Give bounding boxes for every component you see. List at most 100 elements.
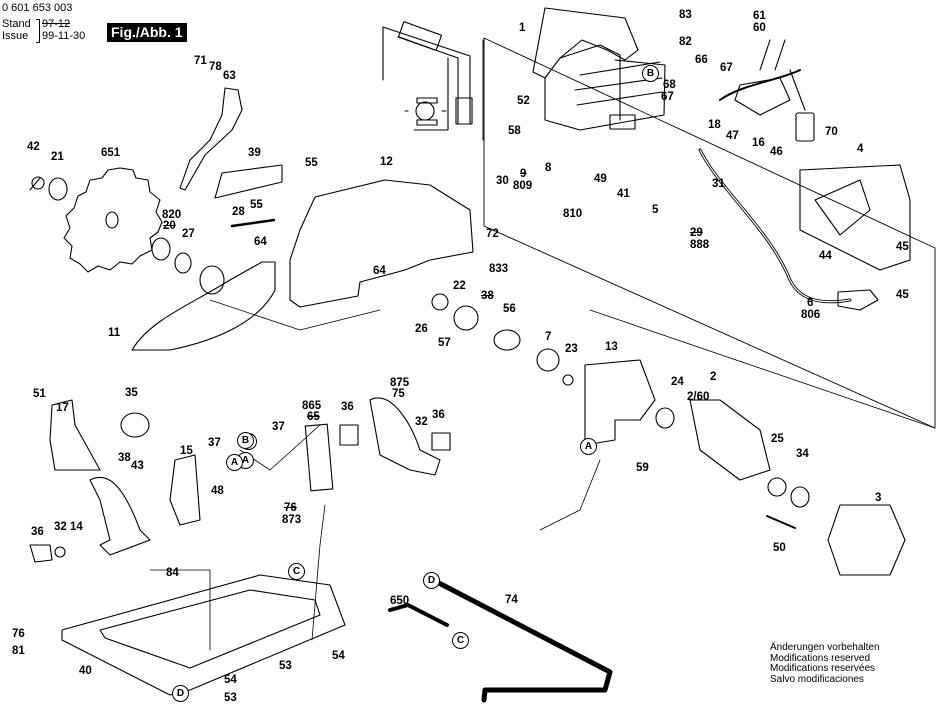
part-label-22: 22 (453, 280, 466, 292)
bracket-15 (169, 454, 201, 526)
footer-notice: Änderungen vorbehalten Modifications res… (770, 642, 880, 685)
washer-32 (54, 546, 66, 558)
part-label-68: 68 (663, 79, 676, 91)
leader-lines (149, 299, 936, 651)
part-label-810: 810 (563, 208, 583, 220)
part-label-16: 16 (752, 137, 765, 149)
part-label-18: 18 (708, 119, 721, 131)
part-label-37a: 37 (208, 437, 221, 449)
stand-value: 97-12 (42, 18, 71, 30)
part-label-15: 15 (180, 445, 193, 457)
part-label-32b: 32 (54, 521, 67, 533)
part-label-47: 47 (726, 130, 739, 142)
part-label-34: 34 (796, 448, 809, 460)
part-label-23: 23 (565, 343, 578, 355)
part-label-27: 27 (182, 228, 195, 240)
part-label-11: 11 (108, 327, 121, 339)
part-label-59: 59 (636, 462, 649, 474)
part-label-78: 78 (209, 61, 222, 73)
wiring-diagram (382, 21, 484, 141)
bearing-34 (790, 486, 810, 508)
part-label-2: 2 (710, 371, 717, 383)
part-label-40: 40 (79, 665, 92, 677)
part-label-76: 76 (12, 628, 25, 640)
part-label-55a: 55 (305, 157, 318, 169)
part-label-39: 39 (248, 147, 261, 159)
part-label-43: 43 (131, 460, 144, 472)
bracket-17 (49, 399, 101, 471)
part-label-28: 28 (232, 206, 245, 218)
part-label-53a: 53 (279, 660, 292, 672)
bracket (36, 19, 40, 43)
footer-line-en: Modifications reserved (770, 652, 871, 664)
part-label-8: 8 (545, 162, 552, 174)
part-label-9: 9 (520, 168, 527, 180)
part-label-84: 84 (166, 567, 179, 579)
part-label-31: 31 (712, 178, 725, 190)
riving-knife (179, 87, 243, 191)
part-label-17: 17 (56, 402, 69, 414)
part-label-51: 51 (33, 388, 46, 400)
part-label-65: 65 (307, 411, 320, 423)
part-label-41: 41 (617, 188, 630, 200)
part-label-64a: 64 (254, 236, 267, 248)
part-label-64b: 64 (373, 265, 386, 277)
stand-label: Stand (2, 18, 31, 30)
part-label-82: 82 (679, 36, 692, 48)
part-label-2-60: 2/60 (687, 391, 710, 403)
group-frame (483, 37, 936, 429)
part-label-75: 75 (392, 388, 405, 400)
part-label-66: 66 (695, 54, 708, 66)
part-label-36c: 36 (31, 526, 44, 538)
part-label-81: 81 (12, 645, 25, 657)
gear-housing (584, 359, 656, 446)
part-label-52: 52 (517, 95, 530, 107)
scale-75 (369, 397, 441, 476)
upper-guard (289, 179, 474, 308)
armature (689, 399, 771, 481)
ring-27 (174, 252, 192, 274)
lower-guard (131, 261, 276, 351)
reference-marker-a3: A (226, 454, 243, 471)
part-label-70: 70 (825, 126, 838, 138)
issue-value: 99-11-30 (42, 30, 86, 42)
reference-marker-b1: B (642, 65, 659, 82)
capacitor (795, 112, 815, 142)
angle-scale-14 (89, 476, 151, 556)
switch-assembly (734, 77, 791, 116)
part-label-74: 74 (505, 594, 518, 606)
part-label-26: 26 (415, 323, 428, 335)
knob-35 (120, 412, 150, 438)
washer-56 (493, 329, 521, 351)
part-label-14: 14 (70, 521, 83, 533)
part-label-50: 50 (773, 542, 786, 554)
saw-blade (63, 167, 163, 273)
part-label-61: 61 (753, 10, 766, 22)
bearing-23 (562, 374, 574, 386)
knob-36c (431, 432, 451, 451)
part-label-67a: 67 (720, 62, 733, 74)
power-cable-inner (699, 149, 851, 303)
reference-marker-d1: D (423, 572, 440, 589)
footer-line-fr: Modifications reservées (770, 663, 876, 674)
part-label-651: 651 (101, 147, 121, 159)
part-label-873: 873 (282, 514, 302, 526)
part-label-58: 58 (508, 125, 521, 137)
part-label-20: 20 (163, 220, 176, 232)
gear-7 (536, 348, 560, 372)
knob-36b (339, 424, 359, 446)
part-label-49: 49 (594, 173, 607, 185)
flange-21 (48, 177, 68, 201)
part-label-38b: 38 (118, 452, 131, 464)
part-label-25: 25 (771, 433, 784, 445)
part-label-13: 13 (605, 341, 618, 353)
power-cable (698, 148, 852, 304)
plug (837, 289, 879, 311)
part-label-888: 888 (690, 239, 710, 251)
part-label-650: 650 (390, 595, 410, 607)
part-label-12: 12 (380, 156, 393, 168)
part-label-865: 865 (302, 400, 322, 412)
bracket-65 (304, 423, 334, 492)
handle-cover (799, 164, 911, 271)
